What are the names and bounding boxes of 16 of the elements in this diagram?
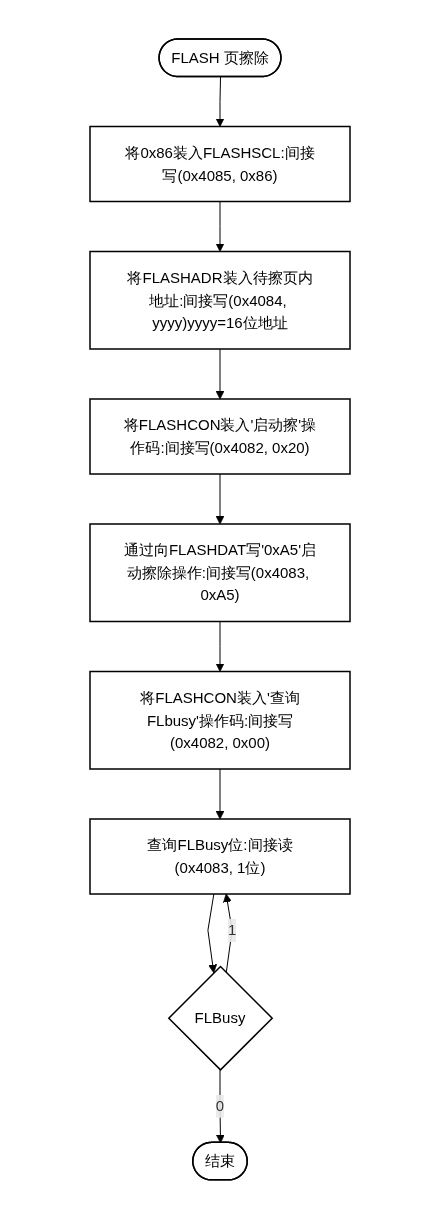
- node-box: 将FLASHADR装入待擦页内地址:间接写(0x4084, yyyy)yyyy=16位地址: [89, 250, 351, 350]
- node-box: 将0x86装入FLASHSCL:间接写(0x4085, 0x86): [89, 125, 351, 202]
- node-diamond: FLBusy: [167, 965, 274, 1071]
- arrow: [216, 1068, 225, 1143]
- node-box: 将FLASHCON装入'启动擦'操作码:间接写(0x4082, 0x20): [89, 397, 351, 475]
- edge-label: 0: [215, 1096, 225, 1114]
- arrow: [215, 620, 225, 672]
- edge-label: 1: [227, 920, 237, 938]
- arrow: [215, 348, 225, 399]
- node-box: 查询FLBusy位:间接读(0x4083, 1位): [89, 817, 351, 895]
- arrow: [207, 893, 218, 973]
- node-box: 将FLASHCON装入'查询FLbusy'操作码:间接写(0x4082, 0x00): [89, 670, 351, 770]
- arrow: [215, 768, 225, 819]
- node-box: 通过向FLASHDAT写'0xA5'启动擦除操作:间接写(0x4083, 0xA5): [89, 522, 351, 622]
- arrow: [215, 473, 225, 524]
- arrow: [215, 200, 225, 252]
